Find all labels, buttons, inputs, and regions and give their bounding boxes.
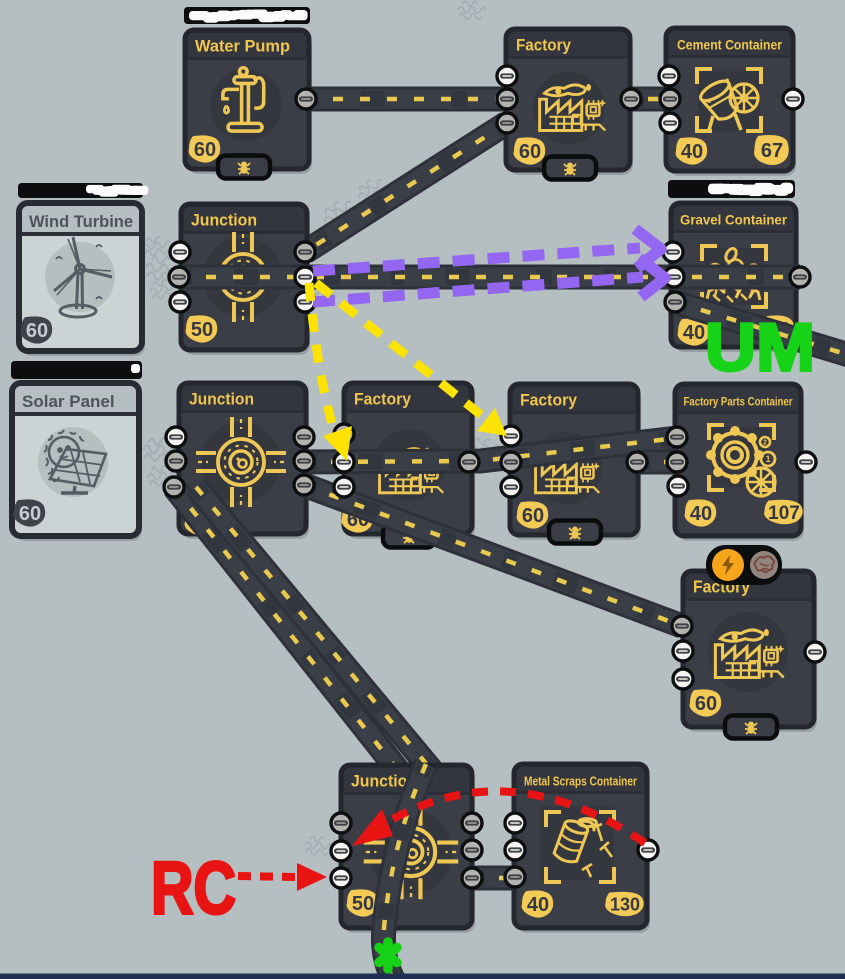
svg-text:67: 67 (761, 140, 783, 162)
svg-text:Water Pump: Water Pump (195, 37, 290, 56)
svg-text:Factory: Factory (520, 391, 577, 410)
svg-text:50: 50 (191, 319, 213, 341)
svg-text:107: 107 (768, 503, 800, 524)
svg-text:130: 130 (610, 894, 640, 914)
svg-text:40: 40 (681, 141, 703, 163)
svg-text:Solar Panel: Solar Panel (22, 392, 115, 411)
svg-text:50: 50 (352, 893, 374, 915)
svg-text:1: 1 (765, 454, 770, 464)
svg-text:2: 2 (763, 440, 767, 447)
svg-text:60: 60 (26, 320, 48, 342)
svg-text:Junction: Junction (189, 390, 254, 409)
svg-text:60: 60 (522, 505, 544, 527)
svg-text:UM: UM (705, 310, 815, 386)
svg-text:60: 60 (194, 139, 216, 161)
svg-text:40: 40 (683, 322, 705, 344)
svg-text:Metal Scraps Container: Metal Scraps Container (524, 775, 637, 789)
svg-text:40: 40 (527, 894, 549, 916)
svg-text:Factory: Factory (516, 36, 571, 55)
svg-text:60: 60 (19, 503, 41, 525)
svg-text:60: 60 (695, 693, 717, 715)
svg-text:Junction: Junction (351, 772, 417, 791)
svg-text:Wind Turbine: Wind Turbine (29, 213, 133, 231)
svg-text:Gravel Container: Gravel Container (680, 212, 788, 228)
svg-text:40: 40 (690, 503, 712, 525)
svg-text:RC: RC (151, 847, 236, 930)
svg-text:Cement Container: Cement Container (677, 37, 782, 53)
svg-text:Factory Parts Container: Factory Parts Container (684, 395, 793, 409)
svg-text:Factory: Factory (354, 390, 411, 409)
svg-text:Junction: Junction (191, 211, 257, 230)
svg-text:60: 60 (519, 141, 541, 163)
